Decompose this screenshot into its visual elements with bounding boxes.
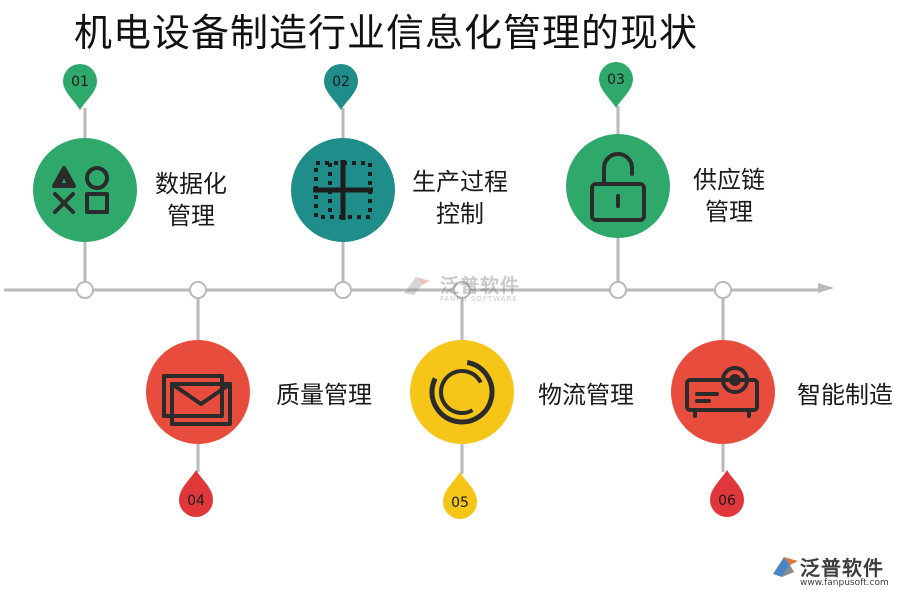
item-label-line: 管理: [167, 202, 215, 230]
item-circle-05: [410, 340, 514, 444]
watermark-text: 泛普软件: [440, 275, 521, 297]
timeline-node-06: [714, 281, 732, 299]
circle-icon: [429, 359, 495, 425]
timeline-arrowhead: [818, 283, 834, 293]
watermark-subtext: FANPU SOFTWARE: [440, 295, 518, 303]
brand-url: www.fanpusoft.com: [800, 578, 889, 588]
brand-logo-icon: [773, 557, 798, 577]
pin-shape: [599, 62, 633, 108]
timeline-node-05: [453, 281, 471, 299]
pin-number: 01: [71, 74, 89, 90]
item-label-line: 数据化: [155, 170, 227, 198]
item-label-line: 管理: [705, 198, 753, 226]
item-label-06: 智能制造: [790, 379, 900, 411]
item-circle-01: [33, 138, 137, 242]
number-pin-04: 04: [179, 470, 213, 517]
shapes-icon: [52, 166, 109, 214]
item-label-line: 质量管理: [276, 381, 372, 409]
pin-number: 06: [718, 493, 736, 509]
pin-shape: [443, 472, 477, 519]
unlock-icon: [590, 152, 646, 222]
item-label-line: 供应链: [693, 166, 765, 194]
timeline-node-03: [609, 281, 627, 299]
grid-icon: [313, 160, 373, 220]
item-circle-04: [146, 340, 250, 444]
timeline-node-02: [334, 281, 352, 299]
number-pin-03: 03: [599, 62, 633, 108]
number-pin-06: 06: [710, 470, 744, 517]
item-label-02: 生产过程 控制: [404, 166, 516, 230]
pin-number: 02: [332, 74, 350, 90]
brand-name: 泛普软件: [800, 556, 884, 580]
timeline-node-01: [76, 281, 94, 299]
timeline-node-04: [189, 281, 207, 299]
number-pin-01: 01: [63, 64, 97, 110]
item-label-line: 智能制造: [797, 381, 893, 409]
item-label-03: 供应链 管理: [684, 164, 774, 228]
number-pin-05: 05: [443, 472, 477, 519]
item-label-01: 数据化 管理: [148, 168, 234, 232]
pin-shape: [63, 64, 97, 110]
projector-icon: [685, 366, 759, 418]
pin-shape: [324, 64, 358, 110]
item-label-line: 物流管理: [538, 381, 634, 409]
item-label-line: 生产过程: [412, 168, 508, 196]
pin-shape: [710, 470, 744, 517]
pin-number: 05: [451, 495, 469, 511]
mail-icon: [162, 374, 232, 426]
pin-number: 03: [607, 72, 625, 88]
pin-number: 04: [187, 493, 205, 509]
item-label-line: 控制: [436, 200, 484, 228]
number-pin-02: 02: [324, 64, 358, 110]
pin-shape: [179, 470, 213, 517]
watermark-logo-icon: [404, 277, 430, 295]
item-label-04: 质量管理: [268, 379, 380, 411]
watermark: 泛普软件 FANPU SOFTWARE: [404, 271, 521, 303]
page-title: 机电设备制造行业信息化管理的现状: [74, 11, 699, 55]
item-label-05: 物流管理: [530, 379, 642, 411]
